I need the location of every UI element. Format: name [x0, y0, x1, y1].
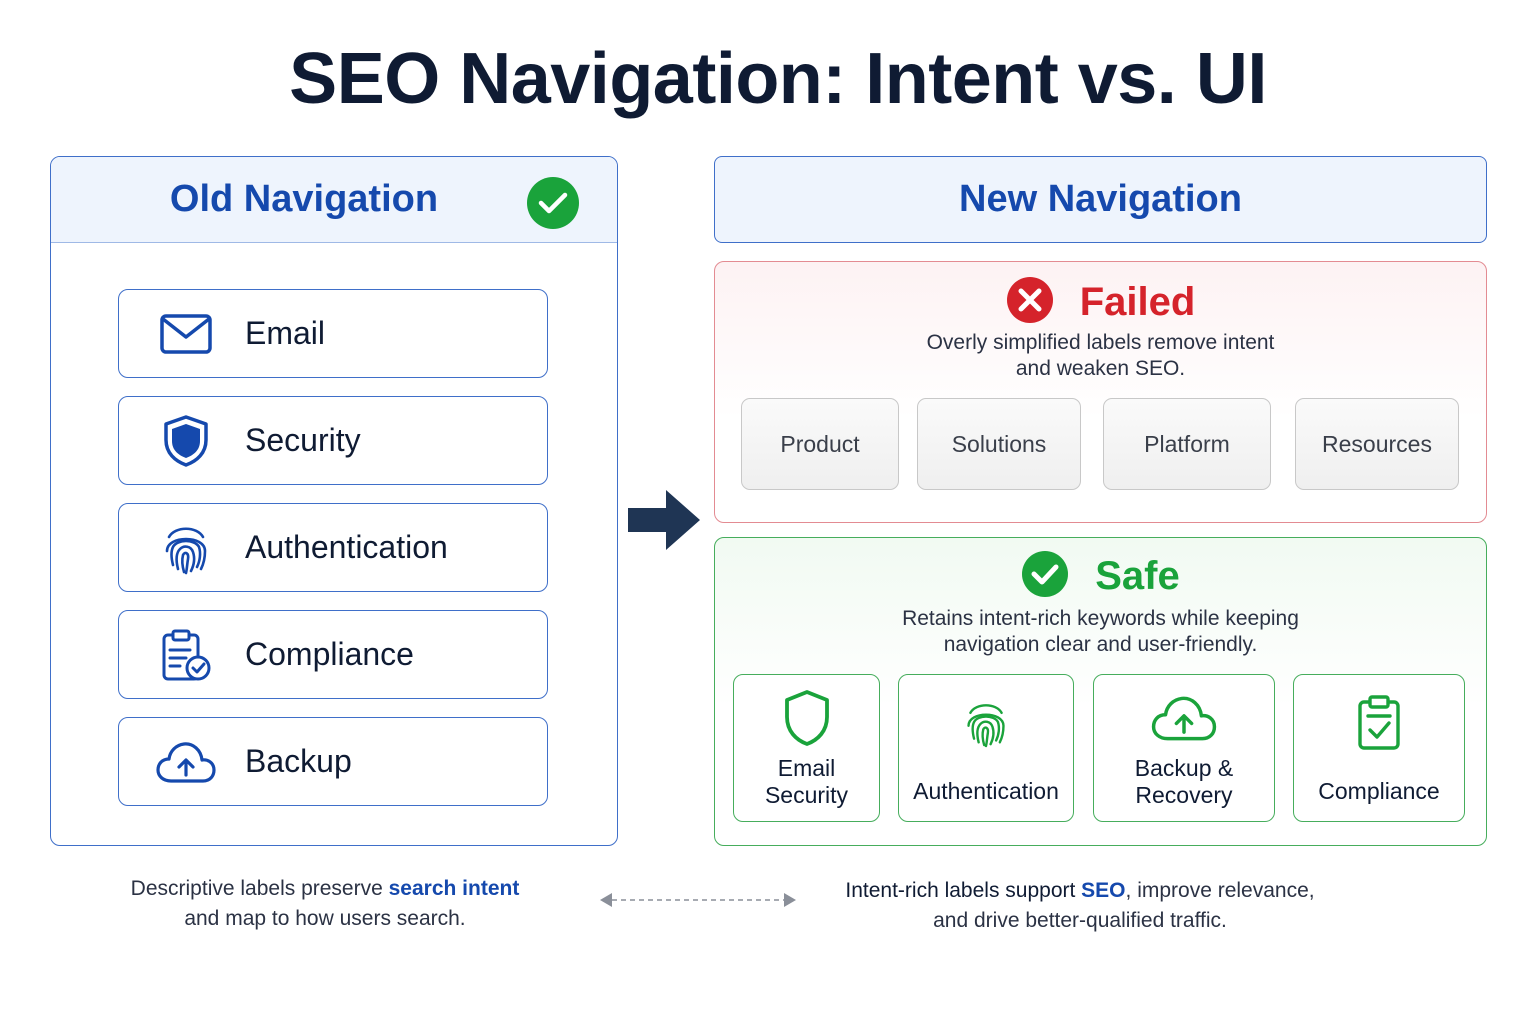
failed-section: Failed Overly simplified labels remove i…	[714, 261, 1487, 523]
failed-description-line: and weaken SEO.	[1015, 357, 1186, 380]
safe-nav-item-label: Compliance	[1318, 777, 1440, 804]
new-navigation-title: New Navigation	[959, 178, 1242, 220]
caption-text: Descriptive labels preserve	[130, 877, 389, 900]
caption-text: , improve relevance,	[1125, 879, 1315, 902]
clipboard-check-icon	[1356, 692, 1402, 754]
caption-text: and map to how users search.	[184, 907, 466, 930]
safe-nav-item-label: Authentication	[913, 777, 1059, 804]
safe-description-line: navigation clear and user-friendly.	[943, 633, 1258, 656]
x-circle-icon	[1006, 276, 1054, 329]
failed-status-row: Failed	[715, 276, 1486, 329]
caption-highlight: search intent	[388, 877, 520, 900]
caption-highlight: SEO	[1081, 879, 1126, 902]
arrow-right-icon	[628, 490, 700, 550]
failed-nav-item-solutions[interactable]: Solutions	[917, 398, 1081, 490]
failed-description: Overly simplified labels remove intent a…	[715, 330, 1486, 382]
old-nav-item-label: Backup	[245, 743, 352, 779]
old-nav-item-email[interactable]: Email	[118, 289, 548, 378]
old-navigation-list: Email Security Authentication	[118, 289, 548, 824]
old-nav-item-compliance[interactable]: Compliance	[118, 610, 548, 699]
safe-section: Safe Retains intent-rich keywords while …	[714, 537, 1487, 846]
old-navigation-title: Old Navigation	[169, 178, 439, 220]
failed-description-line: Overly simplified labels remove intent	[926, 331, 1275, 354]
safe-nav-item-backup-recovery[interactable]: Backup & Recovery	[1093, 674, 1275, 822]
old-nav-item-backup[interactable]: Backup	[118, 717, 548, 806]
old-nav-item-authentication[interactable]: Authentication	[118, 503, 548, 592]
shield-icon	[149, 411, 223, 471]
safe-nav-item-email-security[interactable]: Email Security	[733, 674, 880, 822]
safe-nav-item-label: Backup & Recovery	[1134, 755, 1234, 808]
safe-nav-item-compliance[interactable]: Compliance	[1293, 674, 1465, 822]
fingerprint-icon	[149, 518, 223, 578]
clipboard-check-icon	[149, 625, 223, 685]
caption-text: Intent-rich labels support	[845, 879, 1082, 902]
failed-nav-item-resources[interactable]: Resources	[1295, 398, 1459, 490]
failed-nav-item-product[interactable]: Product	[741, 398, 899, 490]
old-navigation-caption: Descriptive labels preserve search inten…	[80, 874, 570, 934]
safe-status-row: Safe	[715, 550, 1486, 603]
cloud-upload-icon	[1150, 687, 1218, 749]
safe-description: Retains intent-rich keywords while keepi…	[715, 606, 1486, 658]
fingerprint-icon	[963, 692, 1009, 754]
old-nav-item-security[interactable]: Security	[118, 396, 548, 485]
check-circle-icon	[527, 177, 579, 229]
old-navigation-header: Old Navigation	[51, 157, 617, 243]
old-nav-item-label: Email	[245, 315, 326, 351]
failed-status-label: Failed	[1079, 280, 1196, 324]
shield-icon	[783, 687, 831, 749]
double-arrow-icon	[600, 893, 796, 907]
caption-text: and drive better-qualified traffic.	[933, 909, 1227, 932]
safe-description-line: Retains intent-rich keywords while keepi…	[902, 607, 1299, 630]
safe-nav-item-authentication[interactable]: Authentication	[898, 674, 1074, 822]
old-nav-item-label: Authentication	[245, 529, 448, 565]
old-nav-item-label: Security	[245, 422, 361, 458]
envelope-icon	[149, 304, 223, 364]
new-navigation-caption: Intent-rich labels support SEO, improve …	[790, 876, 1370, 936]
check-circle-icon	[1021, 550, 1069, 603]
failed-nav-item-platform[interactable]: Platform	[1103, 398, 1271, 490]
safe-status-label: Safe	[1095, 554, 1180, 598]
page-title: SEO Navigation: Intent vs. UI	[289, 39, 1267, 119]
safe-nav-item-label: Email Security	[764, 755, 849, 808]
new-navigation-header: New Navigation	[714, 156, 1487, 243]
old-nav-item-label: Compliance	[245, 636, 414, 672]
cloud-upload-icon	[149, 732, 223, 792]
